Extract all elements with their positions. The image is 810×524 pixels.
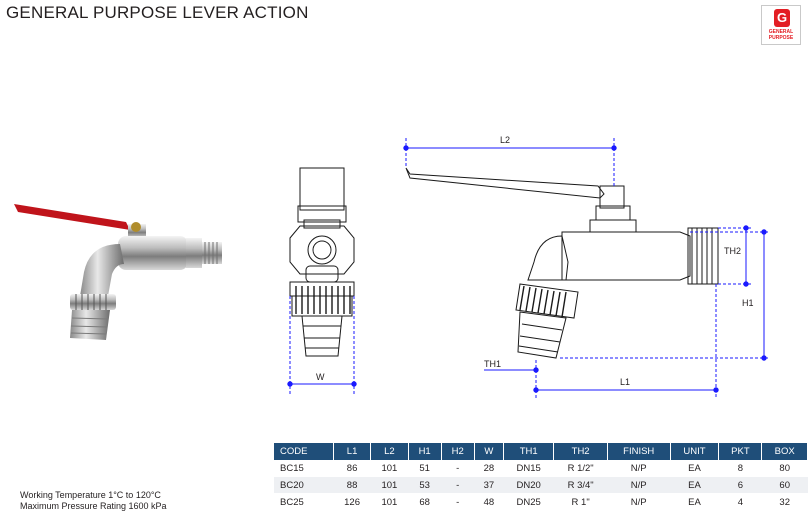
col-header-box: BOX — [761, 443, 808, 460]
col-header-th2: TH2 — [553, 443, 608, 460]
dim-label-l2: L2 — [500, 135, 511, 145]
cell-h2: - — [441, 493, 475, 511]
max-pressure-rating: Maximum Pressure Rating 1600 kPa — [20, 501, 167, 511]
cell-th2: R 1/2" — [553, 460, 608, 477]
front-view — [289, 167, 355, 357]
cell-box: 80 — [761, 460, 808, 477]
table-row: BC20 88 101 53 - 37 DN20 R 3/4" N/P EA 6… — [274, 476, 808, 494]
cell-th2: R 3/4" — [553, 476, 608, 494]
cell-h2: - — [441, 476, 475, 494]
cell-l1: 86 — [333, 460, 371, 477]
cell-h1: 68 — [408, 493, 442, 511]
table-header-row: CODE L1 L2 H1 H2 W TH1 TH2 FINISH UNIT P… — [274, 443, 808, 460]
col-header-h1: H1 — [408, 443, 442, 460]
brand-badge: G GENERAL PURPOSE — [761, 5, 801, 45]
cell-code: BC20 — [274, 476, 334, 494]
cell-code: BC15 — [274, 460, 334, 477]
col-header-finish: FINISH — [607, 443, 671, 460]
cell-h2: - — [441, 460, 475, 477]
cell-l2: 101 — [370, 493, 409, 511]
working-temperature: Working Temperature 1°C to 120°C — [20, 490, 161, 500]
badge-logo-letter: G — [774, 9, 790, 27]
badge-text-line2: PURPOSE — [768, 35, 794, 41]
cell-unit: EA — [670, 460, 719, 477]
lever-handle — [14, 204, 130, 230]
spec-table: CODE L1 L2 H1 H2 W TH1 TH2 FINISH UNIT P… — [274, 443, 808, 511]
product-photo — [14, 204, 222, 340]
page-title: GENERAL PURPOSE LEVER ACTION — [6, 3, 309, 22]
side-view — [405, 167, 719, 359]
cell-th1: DN20 — [503, 476, 554, 494]
cell-l2: 101 — [370, 460, 409, 477]
cell-unit: EA — [670, 476, 719, 494]
cell-finish: N/P — [607, 476, 671, 494]
cell-finish: N/P — [607, 460, 671, 477]
cell-h1: 51 — [408, 460, 442, 477]
cell-finish: N/P — [607, 493, 671, 511]
col-header-l1: L1 — [333, 443, 372, 460]
cell-th1: DN15 — [503, 460, 554, 477]
col-header-th1: TH1 — [503, 443, 555, 460]
table-row: BC25 126 101 68 - 48 DN25 R 1" N/P EA 4 … — [274, 493, 808, 511]
operating-specs: Working Temperature 1°C to 120°C Maximum… — [20, 490, 167, 512]
valve-body — [118, 236, 188, 270]
cell-box: 60 — [761, 476, 808, 494]
table-row: BC15 86 101 51 - 28 DN15 R 1/2" N/P EA 8… — [274, 460, 808, 477]
col-header-pkt: PKT — [718, 443, 763, 460]
cell-l1: 88 — [333, 476, 371, 494]
cell-w: 48 — [474, 493, 504, 511]
cell-pkt: 8 — [718, 460, 762, 477]
cell-w: 28 — [474, 460, 504, 477]
col-header-w: W — [474, 443, 504, 460]
col-header-h2: H2 — [441, 443, 475, 460]
dim-label-l1: L1 — [620, 377, 631, 387]
dimension-lines — [287, 138, 770, 398]
cell-l1: 126 — [333, 493, 371, 511]
col-header-unit: UNIT — [670, 443, 720, 460]
dim-label-th2: TH2 — [724, 246, 742, 256]
cell-unit: EA — [670, 493, 719, 511]
dim-label-th1: TH1 — [484, 359, 502, 369]
col-header-l2: L2 — [370, 443, 409, 460]
cell-w: 37 — [474, 476, 504, 494]
cell-box: 32 — [761, 493, 808, 511]
cell-h1: 53 — [408, 476, 442, 494]
cell-pkt: 4 — [718, 493, 762, 511]
cell-th2: R 1" — [553, 493, 608, 511]
cell-l2: 101 — [370, 476, 409, 494]
dim-label-w: W — [316, 372, 325, 382]
cell-pkt: 6 — [718, 476, 762, 494]
cell-th1: DN25 — [503, 493, 554, 511]
technical-drawing — [287, 138, 770, 398]
dim-label-h1: H1 — [742, 298, 754, 308]
col-header-code: CODE — [274, 443, 334, 460]
cell-code: BC25 — [274, 493, 334, 511]
badge-text-line1: GENERAL — [768, 29, 794, 35]
